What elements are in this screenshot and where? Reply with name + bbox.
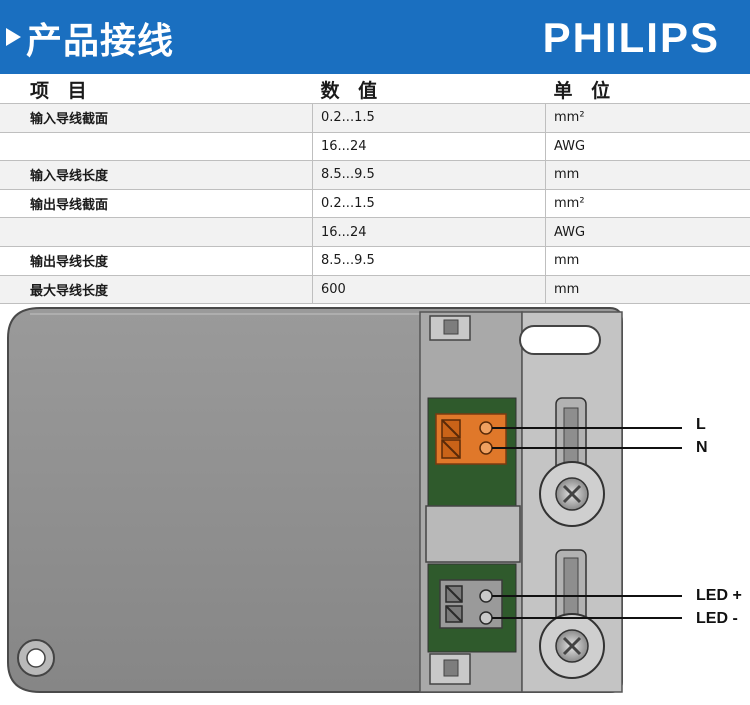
cell-item: 输入导线截面	[0, 104, 313, 133]
spec-table: 项 目 数 值 单 位 输入导线截面 0.2...1.5 mm² 16...24…	[0, 75, 750, 304]
table-header-row: 项 目 数 值 单 位	[0, 75, 750, 104]
cell-item	[0, 132, 313, 161]
cell-item: 最大导线长度	[0, 275, 313, 304]
cell-unit: AWG	[546, 218, 750, 247]
column-header-item: 项 目	[0, 75, 313, 104]
mounting-slot	[520, 326, 600, 354]
table-row: 输出导线长度 8.5...9.5 mm	[0, 246, 750, 275]
wiring-diagram: L N LED + LED -	[0, 302, 750, 701]
page-title: 产品接线	[26, 12, 174, 64]
table-row: 最大导线长度 600 mm	[0, 275, 750, 304]
cell-value: 600	[313, 275, 546, 304]
table-row: 16...24 AWG	[0, 132, 750, 161]
cell-value: 8.5...9.5	[313, 246, 546, 275]
brand-logo: PHILIPS	[543, 14, 720, 62]
cell-value: 16...24	[313, 218, 546, 247]
cell-unit: AWG	[546, 132, 750, 161]
cell-unit: mm	[546, 275, 750, 304]
cell-value: 0.2...1.5	[313, 189, 546, 218]
table-row: 输入导线截面 0.2...1.5 mm²	[0, 104, 750, 133]
cell-item: 输入导线长度	[0, 161, 313, 190]
cell-item: 输出导线长度	[0, 246, 313, 275]
driver-illustration	[0, 302, 750, 701]
play-arrow-icon	[6, 28, 21, 46]
label-led-minus: LED -	[696, 610, 738, 628]
cell-unit: mm²	[546, 104, 750, 133]
label-led-plus: LED +	[696, 587, 742, 605]
label-l: L	[696, 416, 706, 434]
cell-value: 16...24	[313, 132, 546, 161]
cell-value: 0.2...1.5	[313, 104, 546, 133]
cell-unit: mm²	[546, 189, 750, 218]
separator-block	[426, 506, 520, 562]
cell-value: 8.5...9.5	[313, 161, 546, 190]
table-row: 输入导线长度 8.5...9.5 mm	[0, 161, 750, 190]
table-row: 输出导线截面 0.2...1.5 mm²	[0, 189, 750, 218]
column-header-unit: 单 位	[546, 75, 750, 104]
cell-unit: mm	[546, 161, 750, 190]
label-n: N	[696, 439, 708, 457]
header-banner: 产品接线 PHILIPS	[0, 0, 750, 74]
cell-item	[0, 218, 313, 247]
cell-unit: mm	[546, 246, 750, 275]
cell-item: 输出导线截面	[0, 189, 313, 218]
column-header-value: 数 值	[313, 75, 546, 104]
table-row: 16...24 AWG	[0, 218, 750, 247]
